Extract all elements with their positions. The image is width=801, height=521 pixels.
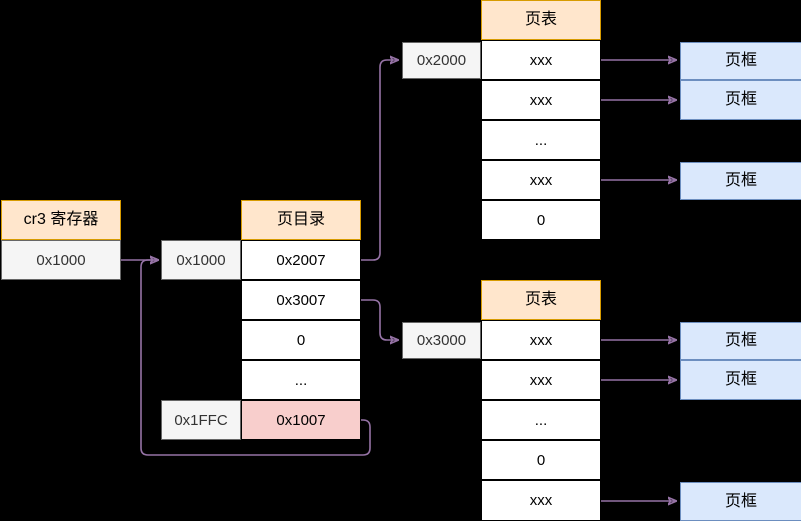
page-table-bottom-entry-1: xxx — [481, 360, 601, 400]
page-frame-1: 页框 — [680, 80, 801, 120]
page-table-top-base-address: 0x2000 — [402, 42, 481, 79]
page-frame-3: 页框 — [680, 322, 801, 360]
page-table-top-entry-3: xxx — [481, 160, 601, 200]
page-table-bottom-header: 页表 — [481, 280, 601, 320]
page-frame-4: 页框 — [680, 360, 801, 400]
page-directory-entry-address-4: 0x1FFC — [161, 400, 241, 440]
link-pde0-to-pagetable-top — [361, 60, 398, 261]
page-frame-0: 页框 — [680, 42, 801, 80]
link-pde1-to-pagetable-bottom — [361, 299, 398, 340]
cr3-register-value: 0x1000 — [1, 240, 121, 280]
page-directory-entry-value-1: 0x3007 — [241, 280, 361, 320]
page-directory-entry-value-2: 0 — [241, 320, 361, 360]
cr3-register-header: cr3 寄存器 — [1, 200, 121, 240]
page-directory-entry-value-4: 0x1007 — [241, 400, 361, 440]
page-table-top-entry-4: 0 — [481, 200, 601, 240]
page-directory-header: 页目录 — [241, 200, 361, 240]
page-table-top-entry-2: ... — [481, 120, 601, 160]
page-frame-2: 页框 — [680, 162, 801, 200]
page-table-bottom-entry-0: xxx — [481, 320, 601, 360]
page-table-bottom-base-address: 0x3000 — [402, 322, 481, 359]
page-directory-entry-value-0: 0x2007 — [241, 240, 361, 280]
page-table-top-entry-1: xxx — [481, 80, 601, 120]
page-table-bottom-entry-3: 0 — [481, 440, 601, 480]
page-table-top-entry-0: xxx — [481, 40, 601, 80]
page-frame-5: 页框 — [680, 482, 801, 521]
page-table-bottom-entry-4: xxx — [481, 480, 601, 521]
page-directory-entry-address-0: 0x1000 — [161, 240, 241, 280]
page-table-top-header: 页表 — [481, 0, 601, 40]
page-directory-entry-value-3: ... — [241, 360, 361, 400]
page-table-bottom-entry-2: ... — [481, 400, 601, 440]
